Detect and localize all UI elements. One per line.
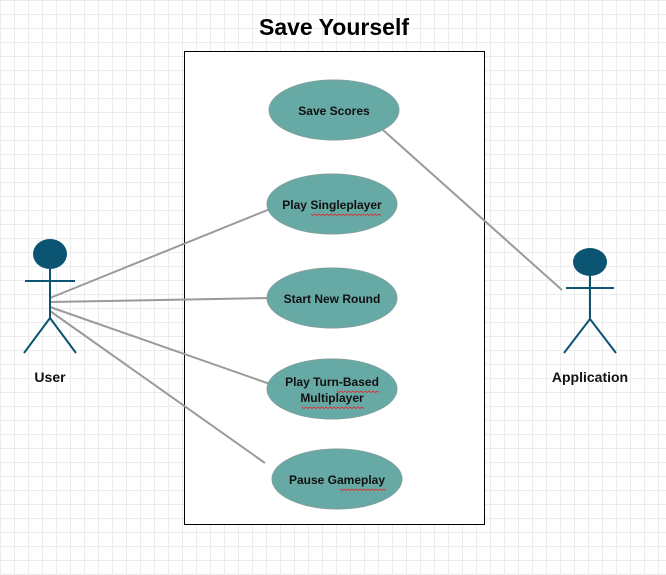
use-case-ellipse[interactable] [266, 173, 398, 235]
use-case-pause-gameplay[interactable]: Pause Gameplay [271, 448, 403, 510]
association-user-pause-gameplay [49, 310, 266, 464]
use-case-label: Save Scores [298, 104, 370, 118]
use-case-label: Pause Gameplay [289, 473, 385, 487]
use-case-label: Start New Round [284, 292, 381, 306]
association-user-play-turn-based [49, 306, 271, 385]
use-case-label: Play Singleplayer [282, 198, 382, 212]
actor-application[interactable]: Application [552, 248, 628, 385]
spellcheck-underline [336, 390, 380, 394]
use-case-label-line-2: Multiplayer [300, 391, 364, 405]
use-case-label-line-1: Play Turn-Based [285, 375, 379, 389]
use-case-ellipse[interactable] [268, 79, 400, 141]
use-case-ellipse[interactable] [271, 448, 403, 510]
use-case-ellipse[interactable] [266, 358, 398, 420]
use-case-play-turn-based-multiplayer[interactable]: Play Turn-Based Multiplayer [266, 358, 398, 420]
actor-user[interactable]: User [23, 239, 77, 385]
spellcheck-underline [339, 488, 387, 492]
actor-label: User [34, 369, 66, 385]
stick-figure-icon [23, 239, 77, 354]
association-application-save-scores [382, 129, 563, 291]
use-case-start-new-round[interactable]: Start New Round [266, 267, 398, 329]
diagram-title: Save Yourself [259, 14, 409, 40]
stick-figure-icon [563, 248, 617, 354]
spellcheck-underline [310, 213, 382, 217]
association-user-start-new-round [49, 297, 269, 303]
use-case-play-singleplayer[interactable]: Play Singleplayer [266, 173, 398, 235]
use-case-save-scores[interactable]: Save Scores [268, 79, 400, 141]
association-user-play-singleplayer [49, 208, 271, 299]
spellcheck-underline [301, 406, 365, 410]
associations [49, 129, 563, 464]
actor-label: Application [552, 369, 628, 385]
use-case-ellipse[interactable] [266, 267, 398, 329]
